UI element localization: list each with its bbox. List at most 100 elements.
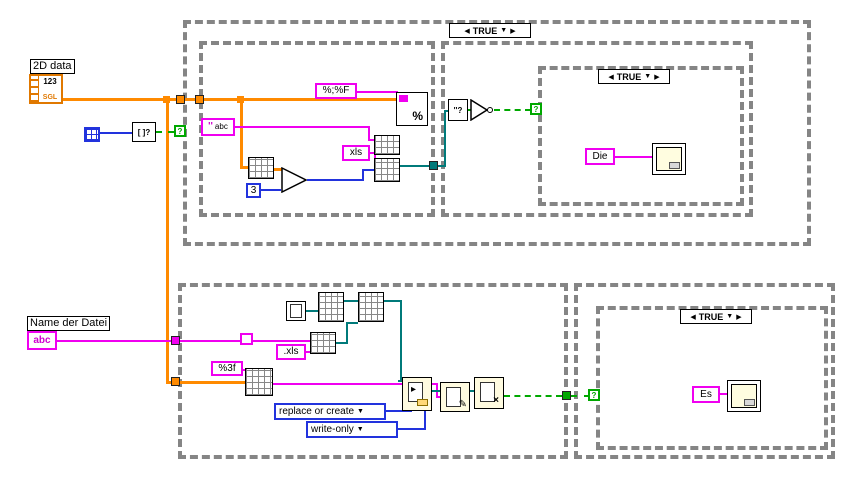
open-operation-enum[interactable]: replace or create ▼ [274, 403, 386, 420]
numeric-constant-3[interactable]: 3 [246, 183, 261, 198]
wire-numeric [63, 98, 168, 101]
selector-prev-icon[interactable]: ◀ [690, 313, 696, 321]
case-selector-terminal[interactable]: ? [174, 125, 186, 137]
tunnel-path[interactable] [429, 161, 438, 170]
selector-down-icon[interactable]: ▼ [644, 73, 652, 80]
wire-boolean [468, 109, 472, 111]
open-arrow-icon: ▸ [411, 384, 417, 395]
one-button-dialog-node[interactable] [727, 380, 761, 412]
case-structure-top-inner[interactable] [538, 66, 744, 206]
wire-string [306, 351, 312, 353]
tunnel-boolean[interactable] [562, 391, 571, 400]
sequence-frame-bottom-right[interactable] [574, 283, 835, 459]
empty-string-check-node[interactable]: ''? [448, 99, 468, 121]
quote-marks: '' [208, 121, 213, 132]
case-selector-terminal[interactable]: ? [588, 389, 600, 401]
case-selector-label-bottom[interactable]: ◀ TRUE ▼ ▶ [680, 309, 752, 324]
format-string-constant[interactable]: %;%F [315, 83, 357, 99]
array-to-spreadsheet-string-node[interactable] [245, 368, 273, 396]
array-function-node-2[interactable] [358, 292, 384, 322]
wire-string [235, 126, 368, 128]
wire-path [344, 300, 358, 302]
enum-value[interactable]: write-only [311, 424, 354, 435]
concatenate-strings-node[interactable] [374, 135, 400, 155]
tunnel-numeric[interactable] [171, 377, 180, 386]
file-access-enum[interactable]: write-only ▼ [306, 421, 398, 438]
selector-next-icon[interactable]: ▶ [654, 73, 660, 81]
tunnel-string[interactable] [171, 336, 180, 345]
wire-integer [362, 169, 364, 181]
enum-value[interactable]: replace or create [279, 406, 355, 417]
close-file-node[interactable]: × [474, 377, 504, 409]
wire-string [615, 156, 652, 158]
array-function-node-1[interactable] [318, 292, 344, 322]
dialog-message-constant-bottom[interactable]: Es [692, 386, 720, 403]
numeric-type-label: SGL [42, 94, 58, 101]
case-selector-label-top-inner[interactable]: ◀ TRUE ▼ ▶ [598, 69, 670, 84]
sequence-frame-top-right[interactable] [441, 41, 753, 217]
one-button-dialog-node[interactable] [652, 143, 686, 175]
string-control-terminal[interactable]: abc [27, 331, 57, 350]
wire-string [370, 152, 374, 154]
case-selector-terminal[interactable]: ? [530, 103, 542, 115]
wire-junction [237, 96, 244, 103]
index-array-node[interactable] [248, 157, 274, 179]
selector-value[interactable]: TRUE [472, 25, 498, 36]
page-icon [290, 304, 302, 318]
tunnel-numeric[interactable] [176, 95, 185, 104]
replace-substring-node[interactable] [374, 158, 400, 182]
selector-prev-icon[interactable]: ◀ [608, 73, 614, 81]
selector-next-icon[interactable]: ▶ [510, 27, 516, 35]
page-icon [480, 382, 495, 402]
comparison-node[interactable] [281, 166, 308, 194]
selector-value[interactable]: TRUE [698, 311, 724, 322]
free-label-file-name: Name der Datei [27, 316, 111, 331]
page-icon [408, 382, 423, 402]
write-file-node[interactable]: ✎ [440, 382, 470, 412]
empty-array-check-node[interactable]: [ ]? [132, 122, 156, 142]
wire-path [400, 165, 429, 167]
wire-string [374, 152, 376, 160]
page-icon [446, 387, 461, 407]
wire-string [57, 340, 171, 342]
tunnel-numeric[interactable] [195, 95, 204, 104]
empty-string-constant[interactable]: '' abc [201, 118, 235, 136]
not-node[interactable] [470, 98, 494, 122]
selector-value[interactable]: TRUE [616, 71, 642, 82]
wire-string [357, 91, 398, 93]
array-constant[interactable] [84, 127, 100, 142]
format-string-constant-bottom[interactable]: %3f [211, 361, 243, 376]
xls-string-constant[interactable]: xls [342, 145, 370, 161]
string-input-icon [399, 95, 408, 102]
dropdown-arrow-icon[interactable]: ▼ [356, 426, 364, 433]
open-create-replace-file-node[interactable]: ▸ [402, 377, 432, 411]
wire-path [432, 390, 440, 392]
format-into-string-node[interactable]: % [396, 92, 428, 126]
case-selector-label-top[interactable]: ◀ TRUE ▼ ▶ [449, 23, 531, 38]
array-index-icon [31, 76, 39, 102]
xls-extension-constant[interactable]: .xls [276, 344, 306, 360]
selector-prev-icon[interactable]: ◀ [464, 27, 470, 35]
vi-path-node[interactable] [286, 301, 306, 321]
sequence-frame-bottom-left[interactable] [178, 283, 568, 459]
dialog-message-constant-top[interactable]: Die [585, 148, 615, 165]
selector-down-icon[interactable]: ▼ [726, 313, 734, 320]
free-label-2d-data: 2D data [30, 59, 75, 74]
wire-path [336, 342, 346, 344]
wire-numeric [240, 100, 243, 166]
wire-string [368, 139, 376, 141]
case-structure-bottom[interactable] [596, 306, 828, 450]
small-string-constant[interactable] [240, 333, 253, 345]
selector-next-icon[interactable]: ▶ [736, 313, 742, 321]
dropdown-arrow-icon[interactable]: ▼ [357, 408, 364, 415]
wire-boolean [156, 131, 174, 133]
wire-boolean [571, 395, 590, 397]
wire-path [438, 165, 446, 167]
wire-integer [386, 410, 412, 412]
selector-down-icon[interactable]: ▼ [500, 27, 508, 34]
wire-boolean [494, 109, 531, 111]
numeric-array-terminal[interactable]: 123 SGL [29, 74, 63, 104]
build-path-node[interactable] [310, 332, 336, 354]
wire-numeric [168, 98, 396, 101]
